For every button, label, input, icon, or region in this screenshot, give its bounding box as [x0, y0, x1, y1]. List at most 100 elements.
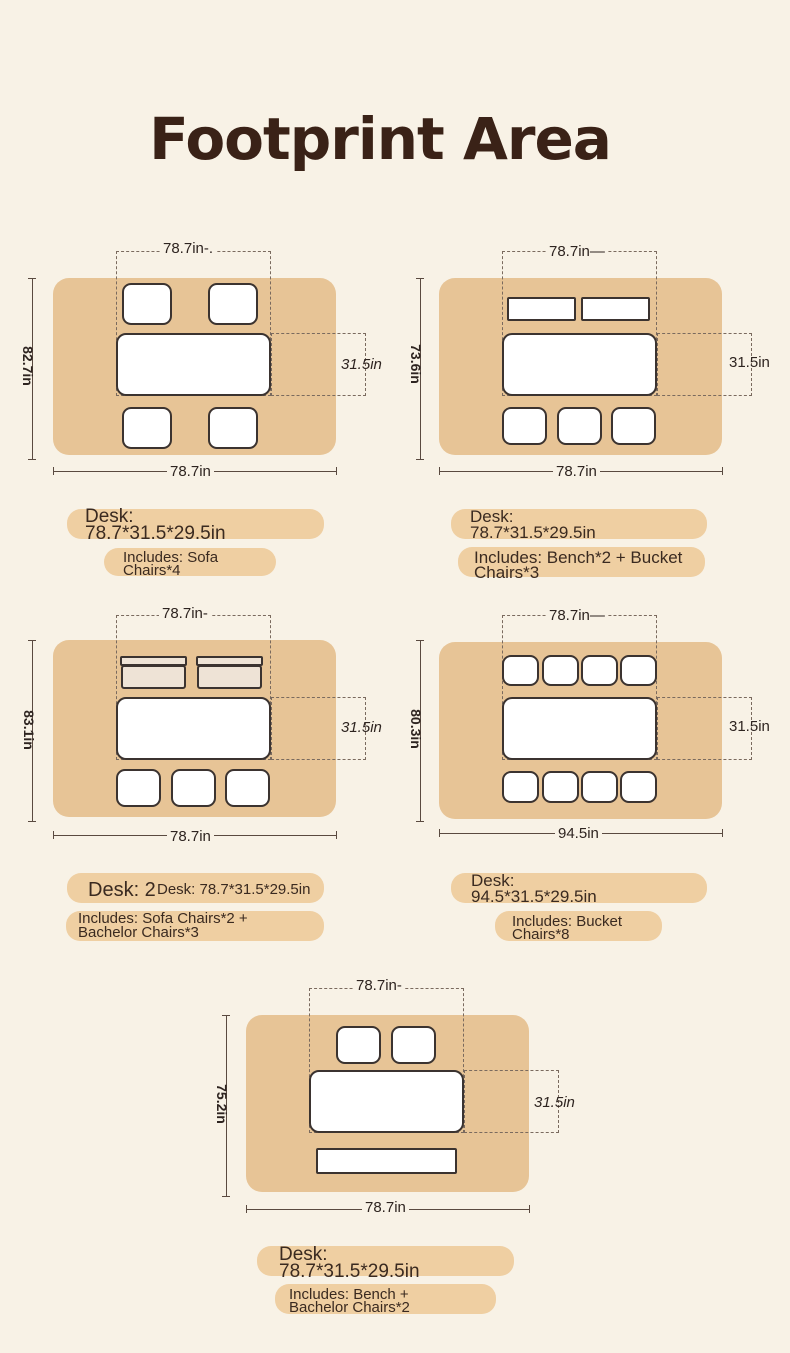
desk-spec-size: 78.7*31.5*29.5in: [85, 523, 226, 544]
depth-line: [420, 640, 421, 821]
chair: [208, 283, 258, 325]
desk: [116, 697, 271, 760]
desk-spec-pill: [257, 1246, 514, 1276]
bottom-width-label: 78.7in: [167, 463, 214, 480]
chair: [581, 655, 618, 686]
bench: [507, 297, 576, 321]
depth-label: 73.6in: [407, 344, 424, 384]
includes-text: Includes: Sofa Chairs*2 +: [78, 910, 248, 927]
width-tick: [336, 467, 337, 475]
chair: [116, 769, 161, 807]
depth-tick: [28, 821, 36, 822]
depth-line: [32, 278, 33, 459]
depth-tick: [28, 640, 36, 641]
width-tick: [53, 467, 54, 475]
width-tick: [246, 1205, 247, 1213]
chair: [122, 283, 172, 325]
chair: [620, 771, 657, 803]
includes-pill: [66, 911, 324, 941]
chair: [502, 655, 539, 686]
bottom-width-label: 78.7in: [553, 463, 600, 480]
depth-line: [32, 640, 33, 821]
width-tick: [722, 829, 723, 837]
top-width-label: 78.7in-: [159, 605, 211, 622]
depth-line: [420, 278, 421, 459]
bottom-width-label: 78.7in: [362, 1199, 409, 1216]
chair: [620, 655, 657, 686]
desk: [502, 697, 657, 760]
width-tick: [529, 1205, 530, 1213]
chair: [542, 655, 579, 686]
width-tick: [336, 831, 337, 839]
bench: [316, 1148, 457, 1174]
depth-tick: [28, 278, 36, 279]
desk-spec-label: Desk:: [471, 871, 515, 890]
chair: [502, 771, 539, 803]
desk-spec-label: Desk: 2: [88, 879, 156, 901]
bench: [581, 297, 650, 321]
desk-depth-label: 31.5in: [534, 1094, 575, 1111]
depth-tick: [28, 459, 36, 460]
includes-text: Includes: Bench +: [289, 1286, 409, 1303]
chair: [502, 407, 547, 445]
chair: [336, 1026, 381, 1064]
depth-tick: [416, 821, 424, 822]
chair: [557, 407, 602, 445]
desk-depth-label: 31.5in: [341, 719, 382, 736]
desk-spec-pill: [67, 873, 324, 903]
dimension-guide: [271, 697, 366, 760]
desk-depth-label: 31.5in: [341, 356, 382, 373]
includes-text: Includes: Bench*2 + Bucket: [474, 548, 683, 567]
depth-tick: [416, 278, 424, 279]
includes-pill: [495, 911, 662, 941]
desk-spec-size: 78.7*31.5*29.5in: [470, 523, 596, 542]
desk-spec-label: Desk:: [470, 507, 514, 526]
top-width-label: 78.7in—: [546, 243, 608, 260]
includes-text-line2: Bachelor Chairs*2: [289, 1299, 410, 1316]
dimension-guide: [657, 333, 752, 396]
chair: [391, 1026, 436, 1064]
desk: [309, 1070, 464, 1133]
depth-tick: [222, 1015, 230, 1016]
dimension-guide: [464, 1070, 559, 1133]
top-width-label: 78.7in—: [546, 607, 608, 624]
top-width-label: 78.7in-: [353, 977, 405, 994]
depth-label: 75.2in: [213, 1084, 230, 1124]
includes-text-line2: Bachelor Chairs*3: [78, 924, 199, 941]
top-width-label: 78.7in-.: [160, 240, 217, 257]
desk-spec-label: Desk:: [279, 1244, 328, 1265]
desk-spec-size: 78.7*31.5*29.5in: [279, 1261, 420, 1282]
width-tick: [53, 831, 54, 839]
chair: [611, 407, 656, 445]
chair: [581, 771, 618, 803]
depth-tick: [222, 1196, 230, 1197]
desk: [116, 333, 271, 396]
sofa-chair: [197, 665, 262, 689]
chair: [542, 771, 579, 803]
includes-text-line2: Chairs*8: [512, 926, 570, 943]
includes-text-line2: Chairs*3: [474, 563, 540, 582]
desk-depth-label: 31.5in: [729, 718, 770, 735]
depth-line: [226, 1015, 227, 1196]
includes-text: Includes: Bucket: [512, 913, 623, 930]
chair: [225, 769, 270, 807]
page-title: Footprint Area: [149, 105, 612, 173]
desk-spec-pill: [451, 509, 707, 539]
depth-tick: [416, 640, 424, 641]
chair: [122, 407, 172, 449]
includes-text: Includes: Sofa: [123, 549, 219, 566]
desk-spec-pill: [67, 509, 324, 539]
width-tick: [722, 467, 723, 475]
width-tick: [439, 829, 440, 837]
desk-spec-pill: [451, 873, 707, 903]
bottom-width-label: 94.5in: [555, 825, 602, 842]
depth-label: 80.3in: [407, 709, 424, 749]
chair: [171, 769, 216, 807]
includes-pill: [458, 547, 705, 577]
sofa-chair: [121, 665, 186, 689]
desk: [502, 333, 657, 396]
includes-pill: [275, 1284, 496, 1314]
desk-spec-size: Desk: 78.7*31.5*29.5in: [157, 881, 311, 898]
depth-label: 83.1in: [20, 710, 37, 750]
includes-pill: [104, 548, 276, 576]
